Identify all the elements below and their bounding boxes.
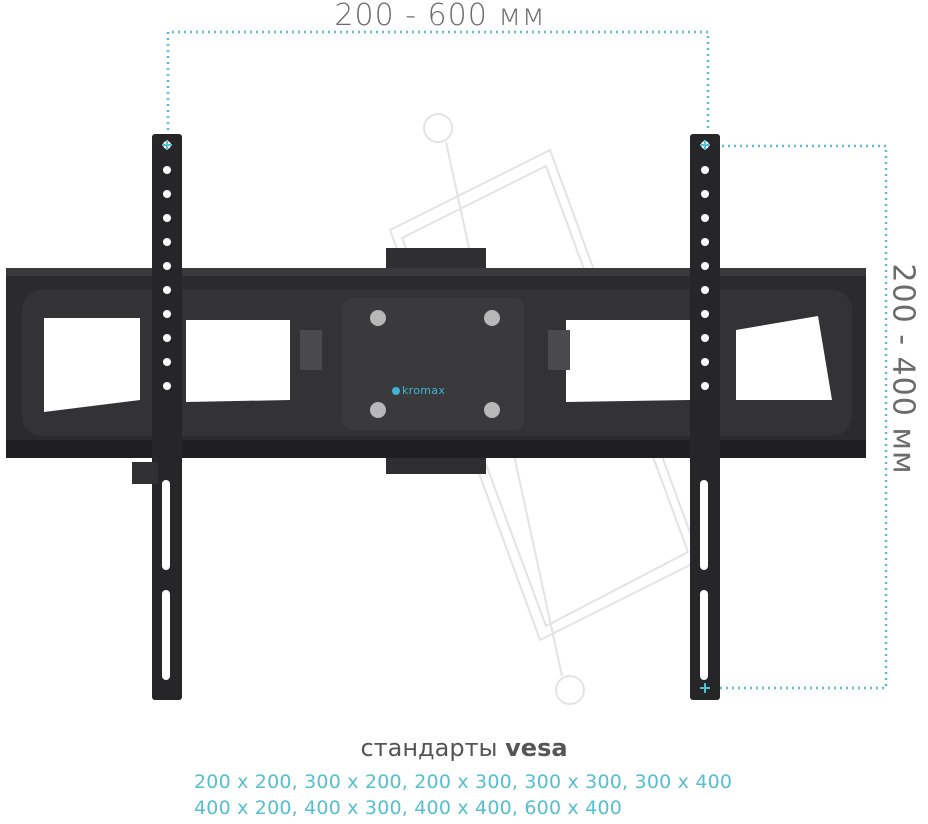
width-dimension-label: 200 - 600 мм — [334, 0, 546, 33]
brand-logo: kromax — [402, 384, 446, 397]
dimension-lines — [166, 30, 888, 690]
standards-line-2: 400 x 200, 400 x 300, 400 x 400, 600 x 4… — [194, 797, 623, 819]
standards-title-prefix: стандарты — [360, 734, 498, 762]
standards-line-1: 200 x 200, 300 x 200, 200 x 300, 300 x 3… — [194, 771, 733, 793]
left-vertical-strip — [132, 134, 182, 700]
standards-title-bold: vesa — [505, 734, 568, 762]
horizontal-rail — [6, 268, 866, 458]
plus-markers — [162, 140, 710, 693]
standards-title: стандарты vesa — [0, 734, 928, 762]
height-dimension-label: 200 - 400 мм — [880, 263, 926, 475]
right-vertical-strip — [690, 134, 720, 700]
height-dimension-text: 200 - 400 мм — [885, 263, 921, 475]
